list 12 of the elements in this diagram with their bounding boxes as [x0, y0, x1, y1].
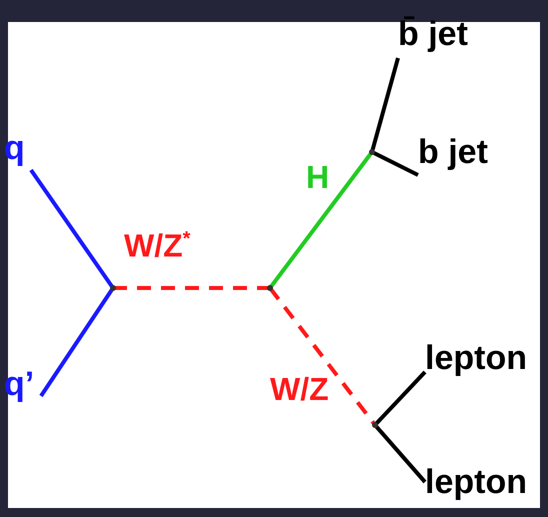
line [268, 150, 374, 290]
dashed-line [268, 286, 377, 426]
line [374, 370, 426, 426]
line [39, 286, 115, 398]
line [371, 150, 419, 177]
particle-label: b jet [418, 128, 512, 176]
line [29, 168, 115, 290]
dashed-line [113, 286, 270, 290]
particle-label: lepton [425, 336, 541, 380]
particle-label: lepton [425, 458, 541, 506]
particle-label: b̄ jet [398, 8, 494, 60]
line [374, 424, 426, 484]
